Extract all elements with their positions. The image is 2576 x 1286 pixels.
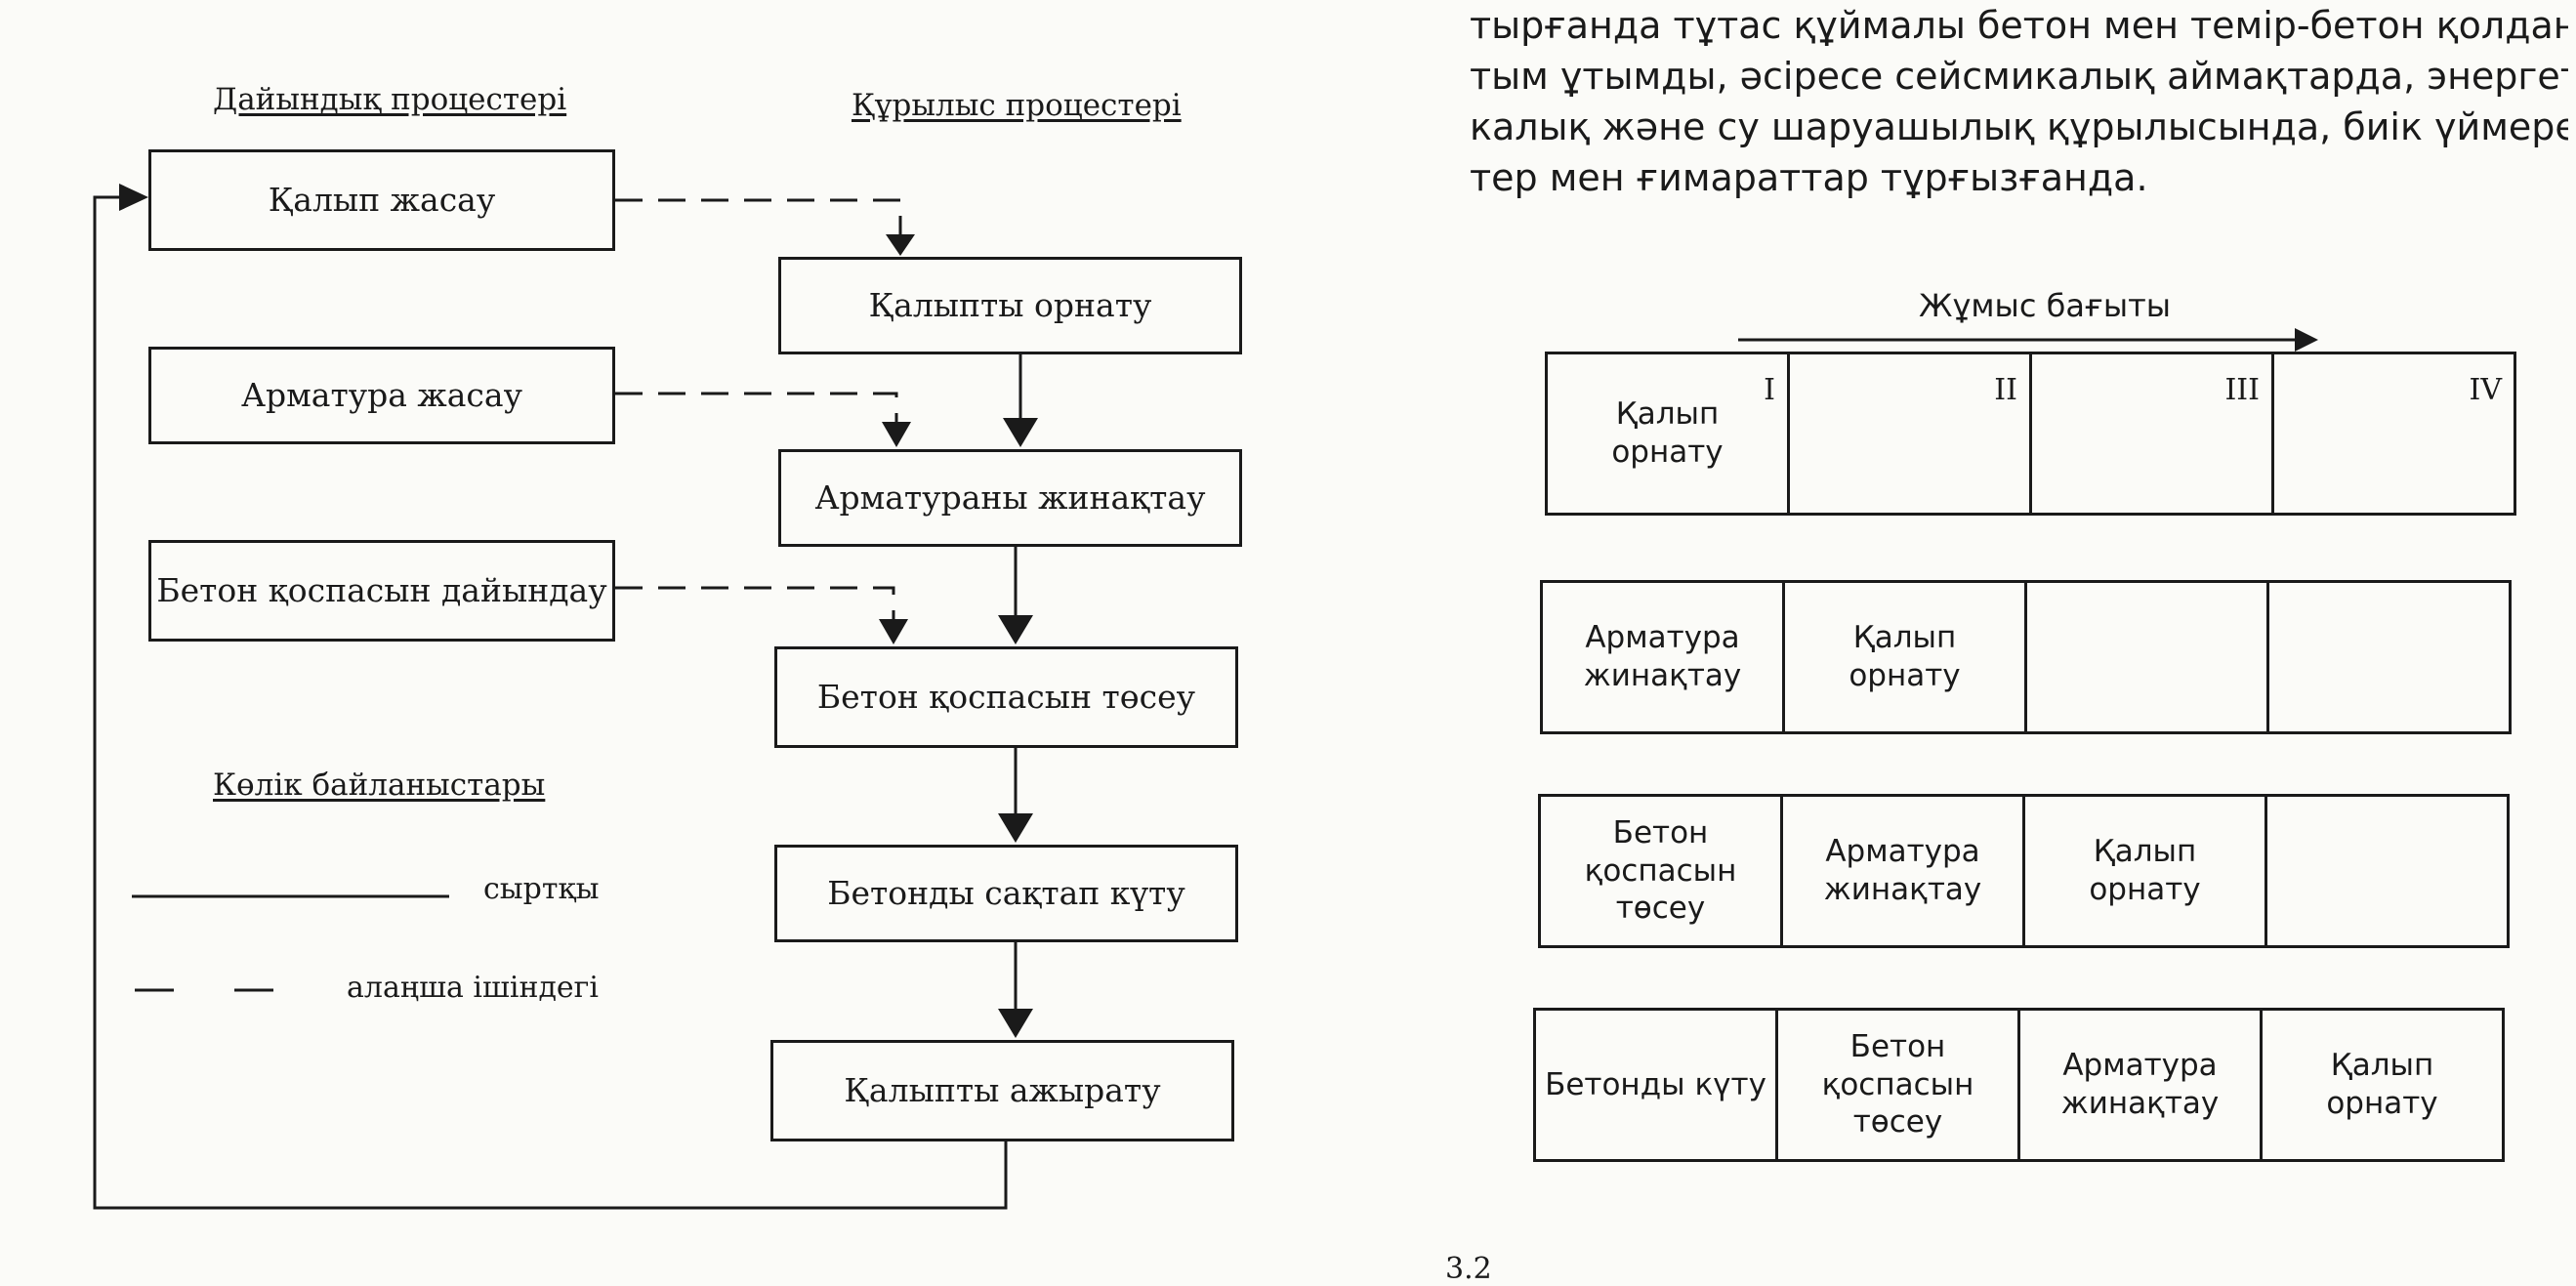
dashed-link-rebar <box>615 392 898 430</box>
arrowhead-flow-3 <box>998 813 1033 843</box>
schedule-cell-text: Арматура жинақтау <box>1583 620 1742 693</box>
prep-processes-header: Дайындық процестері <box>213 82 567 117</box>
arrowhead-dashed-concrete <box>879 619 908 644</box>
dashed-link-formwork <box>615 198 902 242</box>
arrowhead-dashed-formwork <box>886 234 915 256</box>
schedule-cell <box>2264 797 2507 945</box>
schedule-cell: Қалып орнату <box>2022 797 2264 945</box>
arrowhead-dashed-rebar <box>882 422 911 447</box>
construction-box-formwork-removal: Қалыпты ажырату <box>770 1040 1234 1141</box>
schedule-cell-text: Қалып орнату <box>2089 834 2201 907</box>
schedule-cell: Бетонды күту <box>1536 1011 1775 1159</box>
construction-box-concrete-curing: Бетонды сақтап күту <box>774 845 1238 942</box>
schedule-row: Арматура жинақтау Қалып орнату <box>1540 580 2512 734</box>
schedule-cell: Арматура жинақтау <box>2017 1011 2260 1159</box>
prep-box-rebar-making: Арматура жасау <box>148 347 615 444</box>
arrowhead-flow-2 <box>998 615 1033 644</box>
paragraph-text: тырғанда тұтас құймалы бетон мен темір-б… <box>1470 0 2568 203</box>
construction-box-formwork-install: Қалыпты орнату <box>778 257 1242 354</box>
stage-numeral: III <box>2224 373 2260 407</box>
schedule-cell: IV <box>2271 354 2514 513</box>
arrowhead-feedback <box>119 184 148 211</box>
schedule-cell-text: Қалып орнату <box>1849 620 1961 693</box>
schedule-cell: III <box>2029 354 2271 513</box>
schedule-cell-text: Бетон қоспасын төсеу <box>1584 814 1737 927</box>
schedule-cell: Бетон қоспасын төсеу <box>1541 797 1780 945</box>
arrowhead-flow-4 <box>998 1009 1033 1038</box>
schedule-cell-text: Қалып орнату <box>1611 396 1724 470</box>
schedule-cell-text: Бетонды күту <box>1545 1066 1766 1102</box>
paragraph-line: калық және су шаруашылық құрылысында, би… <box>1470 105 2568 148</box>
stage-numeral: II <box>1994 373 2017 407</box>
arrowhead-flow-1 <box>1003 418 1038 447</box>
construction-processes-header: Құрылыс процестері <box>852 88 1182 123</box>
schedule-cell: Қалып орнату <box>2260 1011 2502 1159</box>
schedule-cell-text: Арматура жинақтау <box>2060 1048 2220 1121</box>
schedule-row: Бетонды күту Бетон қоспасын төсеу Арматура… <box>1533 1008 2505 1162</box>
feedback-loop <box>93 195 1008 1210</box>
stage-numeral: I <box>1764 373 1775 407</box>
prep-box-concrete-mixing: Бетон қоспасын дайындау <box>148 540 615 642</box>
stage-numeral: IV <box>2469 373 2502 407</box>
schedule-cell: Қалып орнату <box>1782 583 2024 731</box>
legend-dashed-label: алаңша ішіндегі <box>347 971 599 1005</box>
footer-fragment: 3.2 <box>1445 1252 1492 1286</box>
legend-title: Көлік байланыстары <box>213 767 546 803</box>
paragraph-line: тер мен ғимараттар тұрғызғанда. <box>1470 156 2148 199</box>
schedule-cell: Арматура жинақтау <box>1543 583 1782 731</box>
paragraph-line: тым ұтымды, әсіресе сейсмикалық аймақтар… <box>1470 55 2568 98</box>
paragraph-line: тырғанда тұтас құймалы бетон мен темір-б… <box>1470 4 2568 47</box>
schedule-cell: Арматура жинақтау <box>1780 797 2022 945</box>
schedule-cell <box>2024 583 2266 731</box>
prep-box-formwork-making: Қалып жасау <box>148 149 615 251</box>
schedule-cell: I Қалып орнату <box>1548 354 1787 513</box>
construction-box-concrete-placing: Бетон қоспасын төсеу <box>774 646 1238 748</box>
legend-solid-label: сыртқы <box>483 872 600 906</box>
construction-box-rebar-assembly: Арматураны жинақтау <box>778 449 1242 547</box>
schedule-cell-text: Бетон қоспасын төсеу <box>1821 1028 1974 1141</box>
work-direction-label: Жұмыс бағыты <box>1919 287 2171 324</box>
schedule-row: Бетон қоспасын төсеу Арматура жинақтау Қал… <box>1538 794 2510 948</box>
arrowhead-direction <box>2295 328 2318 352</box>
dashed-link-concrete <box>615 586 895 627</box>
schedule-cell <box>2266 583 2509 731</box>
schedule-cell-text: Қалып орнату <box>2326 1048 2438 1121</box>
schedule-cell: II <box>1787 354 2029 513</box>
schedule-cell-text: Арматура жинақтау <box>1823 834 1982 907</box>
schedule-cell: Бетон қоспасын төсеу <box>1775 1011 2017 1159</box>
